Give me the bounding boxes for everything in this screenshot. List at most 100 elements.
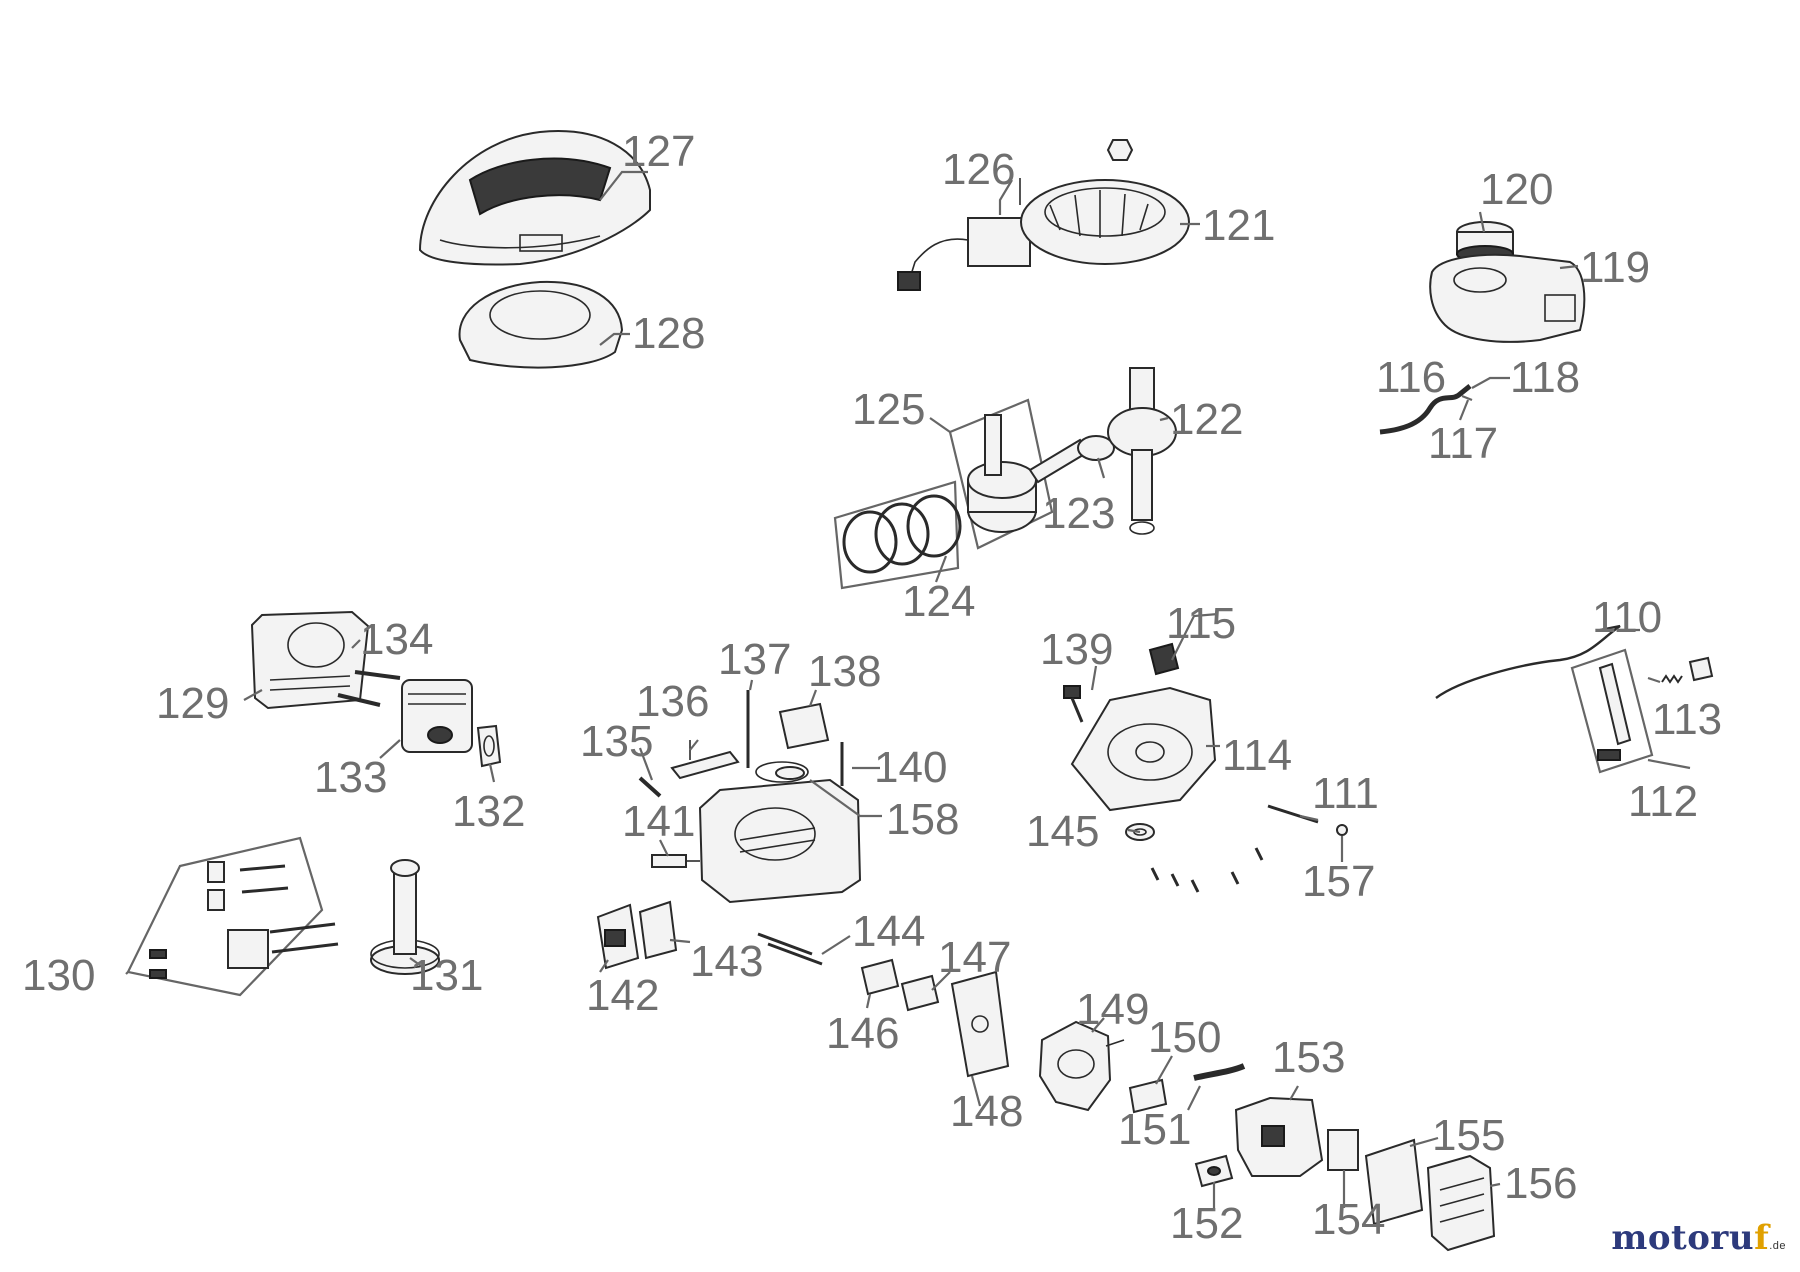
fuel-tank-drawing [1429, 253, 1586, 343]
piston-rings-drawing [833, 480, 962, 590]
brand-logo: motoruf.de [1611, 1218, 1786, 1258]
part-label-133: 133 [314, 753, 387, 802]
rods-144-drawing [757, 932, 823, 966]
nut-157-drawing [1336, 824, 1348, 836]
part-label-131: 131 [410, 951, 483, 1000]
carburetor-drawing [1038, 1020, 1125, 1112]
part-label-117: 117 [1428, 419, 1498, 468]
connecting-rod-drawing [1028, 435, 1115, 484]
part-label-137: 137 [718, 635, 791, 684]
part-label-123: 123 [1042, 489, 1115, 538]
part-label-145: 145 [1026, 807, 1099, 856]
part-label-118: 118 [1510, 353, 1580, 402]
valve-train-drawing [126, 836, 339, 997]
brand-name-main: motoru [1611, 1218, 1755, 1258]
gasket-152-drawing [1194, 1154, 1234, 1188]
part-label-152: 152 [1170, 1199, 1243, 1248]
flywheel-drawing [1020, 139, 1190, 265]
part-label-121: 121 [1202, 201, 1275, 250]
gasket-138-drawing [778, 702, 830, 750]
part-label-141: 141 [622, 797, 695, 846]
seal-158-drawing [775, 766, 805, 780]
part-label-142: 142 [586, 971, 659, 1020]
crankshaft-drawing [1107, 367, 1177, 535]
muffler-gasket-drawing [476, 724, 502, 768]
bolt-135-drawing [638, 776, 662, 798]
heat-shield-drawing [950, 970, 1010, 1078]
part-label-156: 156 [1504, 1159, 1577, 1208]
valve-cover-drawing [250, 610, 370, 710]
part-label-135: 135 [580, 717, 653, 766]
rocker-bracket-drawing [670, 740, 740, 780]
part-label-157: 157 [1302, 857, 1375, 906]
air-filter-cover-drawing [1426, 1154, 1496, 1252]
part-label-149: 149 [1076, 985, 1149, 1034]
spring-113-drawing [1661, 656, 1714, 684]
shroud-cover-drawing [418, 130, 651, 266]
part-label-113: 113 [1652, 695, 1722, 744]
part-label-132: 132 [452, 787, 525, 836]
elbow-151-drawing [1193, 1063, 1246, 1081]
part-label-115: 115 [1166, 599, 1236, 648]
brand-name-accent: f [1754, 1218, 1770, 1258]
part-label-111: 111 [1312, 769, 1379, 818]
part-label-158: 158 [886, 795, 959, 844]
piston-group-drawing [948, 398, 1054, 550]
gasket-150-drawing [1128, 1078, 1168, 1114]
part-label-140: 140 [874, 743, 947, 792]
dipstick-drawing [1063, 685, 1084, 723]
part-label-124: 124 [902, 577, 975, 626]
part-label-110: 110 [1592, 593, 1662, 642]
fuel-line-drawing [1379, 384, 1472, 435]
ignition-coil-drawing [897, 178, 1031, 291]
filter-element-drawing [1327, 1129, 1359, 1171]
part-label-144: 144 [852, 907, 925, 956]
filter-foam-drawing [1364, 1138, 1424, 1226]
part-label-139: 139 [1040, 625, 1113, 674]
gasket-143-drawing [638, 900, 678, 960]
blower-housing-drawing [458, 280, 624, 369]
part-label-130: 130 [22, 951, 95, 1000]
part-label-128: 128 [632, 309, 705, 358]
spark-plug-drawing [651, 854, 700, 868]
part-label-122: 122 [1170, 395, 1243, 444]
part-label-112: 112 [1628, 777, 1698, 826]
part-label-129: 129 [156, 679, 229, 728]
part-label-134: 134 [360, 615, 433, 664]
governor-part-drawing [1148, 642, 1180, 676]
crankcase-bolts-drawing [1150, 847, 1264, 893]
throttle-cable-drawing [1435, 624, 1621, 699]
part-label-148: 148 [950, 1087, 1023, 1136]
air-filter-housing-drawing [1234, 1096, 1324, 1177]
part-label-153: 153 [1272, 1033, 1345, 1082]
muffler-drawing [401, 679, 473, 753]
part-label-120: 120 [1480, 165, 1553, 214]
engine-block-drawing [698, 761, 862, 904]
crankcase-cover-drawing [1070, 686, 1217, 812]
part-label-125: 125 [852, 385, 925, 434]
part-label-147: 147 [938, 933, 1011, 982]
part-label-114: 114 [1222, 731, 1292, 780]
part-label-119: 119 [1580, 243, 1650, 292]
muffler-bolts-drawing [337, 670, 401, 707]
part-label-154: 154 [1312, 1195, 1385, 1244]
part-label-136: 136 [636, 677, 709, 726]
part-label-155: 155 [1432, 1111, 1505, 1160]
part-labels: 127 128 126 121 120 119 116 118 117 125 … [22, 127, 1722, 1248]
brand-tld: .de [1769, 1240, 1786, 1252]
shaft-111-drawing [1267, 804, 1319, 824]
part-label-151: 151 [1118, 1105, 1191, 1154]
part-label-146: 146 [826, 1009, 899, 1058]
plate-142-drawing [596, 903, 640, 970]
part-label-116: 116 [1376, 353, 1446, 402]
part-label-150: 150 [1148, 1013, 1221, 1062]
leader-lines [125, 170, 1691, 1208]
part-label-143: 143 [690, 937, 763, 986]
part-label-127: 127 [622, 127, 695, 176]
gasket-146-drawing [860, 958, 900, 996]
part-label-126: 126 [942, 145, 1015, 194]
part-label-138: 138 [808, 647, 881, 696]
gasket-147-drawing [900, 974, 940, 1012]
throttle-lever-drawing [1570, 648, 1654, 774]
